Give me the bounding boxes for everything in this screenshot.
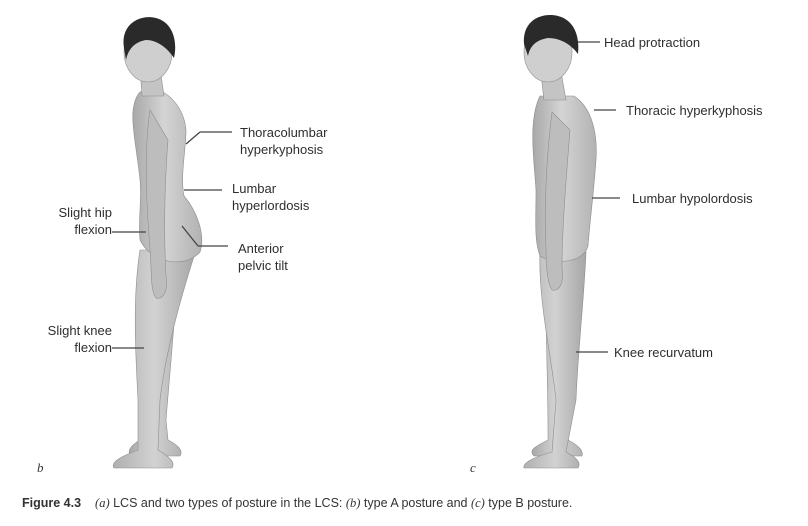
- label-hip-line1: Slight hip: [24, 204, 112, 221]
- leader-thoracolumbar: [186, 132, 200, 144]
- figure-c-body: [524, 15, 596, 468]
- caption-text-2: type A posture and: [360, 496, 471, 510]
- caption-figure-number: Figure 4.3: [22, 496, 81, 510]
- label-lumbar-line2: hyperlordosis: [232, 197, 309, 214]
- caption-part-b: (b): [346, 496, 361, 510]
- label-thoracolumbar: Thoracolumbar hyperkyphosis: [240, 124, 327, 158]
- label-knee-line2: flexion: [16, 339, 112, 356]
- label-lumbar-hyperlordosis: Lumbar hyperlordosis: [232, 180, 309, 214]
- caption-text-3: type B posture.: [485, 496, 573, 510]
- label-pelvic-line2: pelvic tilt: [238, 257, 288, 274]
- label-knee-line1: Slight knee: [16, 322, 112, 339]
- label-knee-flexion: Slight knee flexion: [16, 322, 112, 356]
- figure-b-body: [113, 17, 202, 468]
- caption-part-c: (c): [471, 496, 485, 510]
- caption-text-1: LCS and two types of posture in the LCS:: [110, 496, 346, 510]
- label-hip-flexion: Slight hip flexion: [24, 204, 112, 238]
- caption-part-a: (a): [95, 496, 110, 510]
- label-hip-line2: flexion: [24, 221, 112, 238]
- label-thoracolumbar-line1: Thoracolumbar: [240, 124, 327, 141]
- label-knee-recurvatum: Knee recurvatum: [614, 344, 713, 361]
- label-head-protraction: Head protraction: [604, 34, 700, 51]
- label-thoracic-hyperkyphosis: Thoracic hyperkyphosis: [626, 102, 763, 119]
- panel-letter-c: c: [470, 460, 476, 476]
- panel-letter-b: b: [37, 460, 44, 476]
- label-thoracolumbar-line2: hyperkyphosis: [240, 141, 327, 158]
- label-pelvic-line1: Anterior: [238, 240, 288, 257]
- label-lumbar-hypolordosis: Lumbar hypolordosis: [632, 190, 753, 207]
- figure-caption: Figure 4.3 (a) LCS and two types of postu…: [22, 496, 572, 511]
- label-lumbar-line1: Lumbar: [232, 180, 309, 197]
- label-pelvic-tilt: Anterior pelvic tilt: [238, 240, 288, 274]
